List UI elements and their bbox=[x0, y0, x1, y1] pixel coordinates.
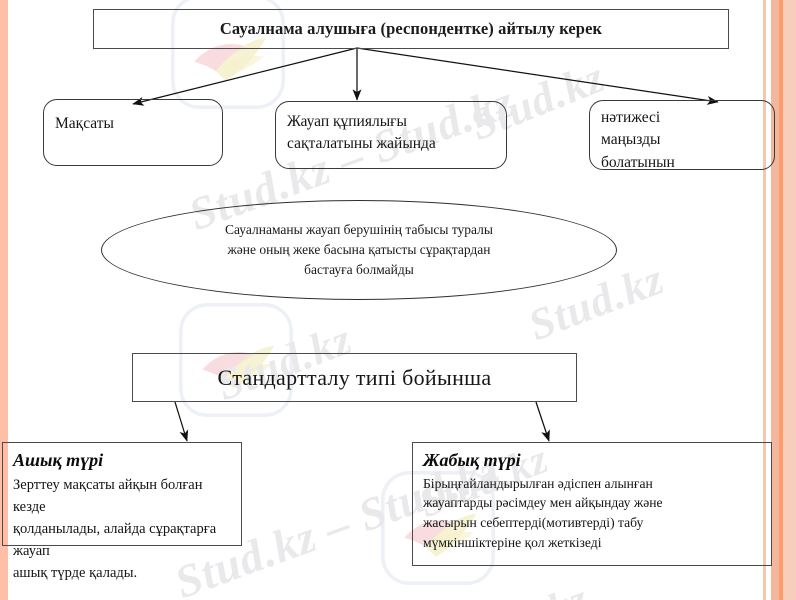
node-answer-confidentiality-line1: Жауап құпиялығы bbox=[287, 113, 407, 130]
node-note-line3: бастауға болмайды bbox=[304, 262, 414, 278]
node-open-type-line3: ашық түрде қалады. bbox=[13, 564, 138, 581]
node-closed-type-line2: жауаптарды рәсімдеу мен айқындау және bbox=[423, 495, 663, 511]
node-answer-confidentiality-line2: сақталатыны жайында bbox=[287, 135, 436, 153]
node-open-type-title: Ашық түрі bbox=[13, 450, 104, 470]
node-purpose[interactable]: Мақсаты bbox=[43, 99, 223, 166]
node-note-line1: Сауалнаманы жауап берушінің табысы турал… bbox=[225, 221, 493, 237]
node-closed-type-title: Жабық түрі bbox=[423, 450, 521, 470]
node-open-type-line2: қолданылады, алайда сұрақтарға жауап bbox=[13, 520, 217, 559]
node-purpose-label: Мақсаты bbox=[55, 115, 114, 132]
node-closed-type-line3: жасырын себептерді(мотивтерді) табу bbox=[423, 515, 644, 530]
node-closed-type[interactable]: Жабық түрі Бірыңғайландырылған әдіспен а… bbox=[412, 442, 772, 566]
node-section-label: Стандартталу типі бойынша bbox=[217, 364, 492, 390]
node-open-type-line1: Зерттеу мақсаты айқын болған кезде bbox=[13, 476, 203, 515]
node-result-importance-line1: нәтижесі bbox=[601, 109, 661, 126]
node-root-questionnaire-intro[interactable]: Сауалнама алушыға (респондентке) айтылу … bbox=[93, 9, 729, 49]
node-open-type[interactable]: Ашық түрі Зерттеу мақсаты айқын болған к… bbox=[2, 442, 242, 581]
node-result-importance[interactable]: нәтижесі маңызды болатынын bbox=[589, 100, 775, 171]
node-root-label: Сауалнама алушыға (респондентке) айтылу … bbox=[219, 19, 603, 38]
node-closed-type-line1: Бірыңғайландырылған әдіспен алынған bbox=[423, 475, 653, 491]
node-note-ellipse[interactable]: Сауалнаманы жауап берушінің табысы турал… bbox=[101, 200, 617, 300]
node-result-importance-line3: болатынын bbox=[601, 153, 675, 171]
node-note-line2: және оның жеке басына қатысты сұрақтарда… bbox=[227, 241, 491, 257]
node-section-standardization-type[interactable]: Стандартталу типі бойынша bbox=[132, 353, 577, 402]
node-answer-confidentiality[interactable]: Жауап құпиялығы сақталатыны жайында bbox=[275, 101, 507, 169]
node-result-importance-line2: маңызды bbox=[601, 131, 661, 149]
node-closed-type-line4: мүмкіншіктеріне қол жеткізеді bbox=[423, 534, 602, 550]
